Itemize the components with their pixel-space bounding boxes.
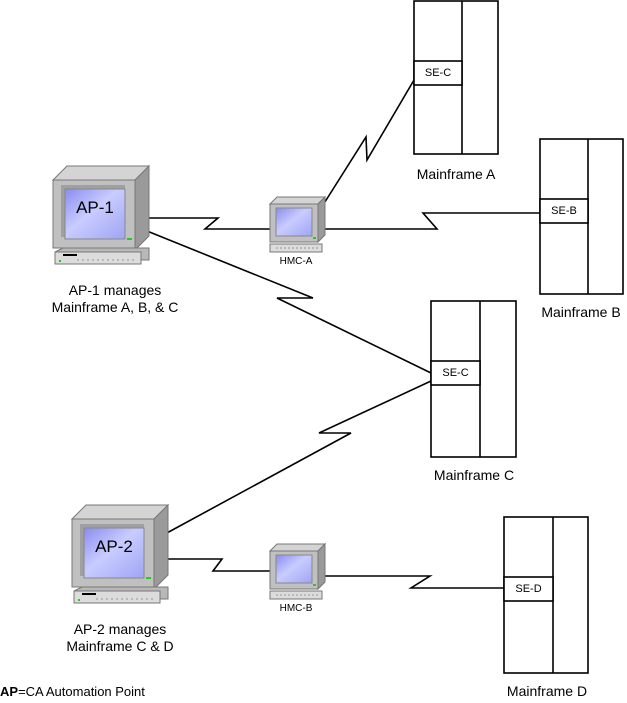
mainframe-c-se-label: SE-C <box>442 367 469 379</box>
se-box <box>413 60 463 86</box>
hmc-a-computer-icon <box>268 195 327 253</box>
ap2-computer-icon <box>70 503 170 604</box>
ap2-caption-line2: Mainframe C & D <box>66 638 174 654</box>
link-ap1-mainframe-c <box>146 230 432 374</box>
ap1-caption-line2: Mainframe A, B, & C <box>51 299 179 315</box>
hmc-a-label: HMC-A <box>279 256 313 267</box>
mainframe-a-se-label: SE-C <box>424 67 452 79</box>
se-box <box>539 198 589 224</box>
link-ap2-mainframe-c <box>164 380 432 535</box>
ap1-screen-label: AP-1 <box>76 198 114 217</box>
hmc-b-label: HMC-B <box>279 603 313 614</box>
legend: AP=CA Automation Point <box>0 684 145 699</box>
mainframe-b <box>539 138 624 295</box>
ap1-caption-line1: AP-1 manages <box>68 282 162 298</box>
mainframe-b-label: Mainframe B <box>541 304 621 320</box>
mainframe-b-se-label: SE-B <box>551 205 577 217</box>
ap2-caption-line1: AP-2 manages <box>73 621 167 637</box>
legend-definition: =CA Automation Point <box>18 684 145 699</box>
se-box <box>503 576 554 602</box>
mainframe-c-label: Mainframe C <box>433 467 515 483</box>
legend-term: AP <box>0 684 19 699</box>
link-hmcb-mainframe-d <box>323 575 504 589</box>
link-hmca-mainframe-b <box>323 212 540 230</box>
link-ap1-hmca <box>147 217 272 230</box>
ap2-screen-label: AP-2 <box>95 537 133 556</box>
mainframe-a <box>413 0 499 155</box>
mainframe-d <box>503 516 589 674</box>
mainframe-d-se-label: SE-D <box>515 583 542 595</box>
ap1-computer-icon <box>51 164 151 265</box>
se-box <box>430 360 481 386</box>
mainframe-a-label: Mainframe A <box>416 166 496 182</box>
link-hmca-mainframe-a <box>322 79 415 206</box>
mainframe-c <box>430 300 517 458</box>
mainframe-d-label: Mainframe D <box>506 683 588 699</box>
link-ap2-hmcb <box>165 558 272 572</box>
hmc-b-computer-icon <box>268 542 327 600</box>
